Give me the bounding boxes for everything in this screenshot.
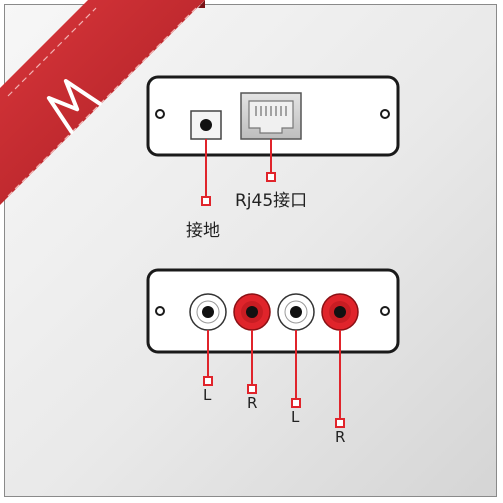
jack-2-marker xyxy=(247,384,257,394)
jack-4-label: R xyxy=(335,428,346,446)
ground-label: 接地 xyxy=(186,221,220,241)
jack-1-marker xyxy=(203,376,213,386)
jack-1-label: L xyxy=(203,386,212,404)
ground-callout-marker xyxy=(201,196,211,206)
top-panel xyxy=(146,75,400,206)
rca-jack-1 xyxy=(189,293,227,331)
brand-logo-icon xyxy=(46,79,102,134)
mount-hole-right-bottom xyxy=(380,306,390,316)
jack-3-label: L xyxy=(291,408,300,426)
jack-4-marker xyxy=(335,418,345,428)
rca-jack-2 xyxy=(233,293,271,331)
rj45-port xyxy=(240,92,302,140)
rca-jack-4 xyxy=(321,293,359,331)
mount-hole-right xyxy=(380,109,390,119)
rca-jack-3 xyxy=(277,293,315,331)
ground-jack xyxy=(190,110,222,140)
jack-3-marker xyxy=(291,398,301,408)
rj45-label: Rj45接口 xyxy=(235,191,308,211)
brand-ribbon xyxy=(0,0,205,205)
bottom-panel xyxy=(146,268,400,428)
rj45-callout-marker xyxy=(266,172,276,182)
mount-hole-left-bottom xyxy=(155,306,165,316)
jack-2-label: R xyxy=(247,394,258,412)
mount-hole-left xyxy=(155,109,165,119)
